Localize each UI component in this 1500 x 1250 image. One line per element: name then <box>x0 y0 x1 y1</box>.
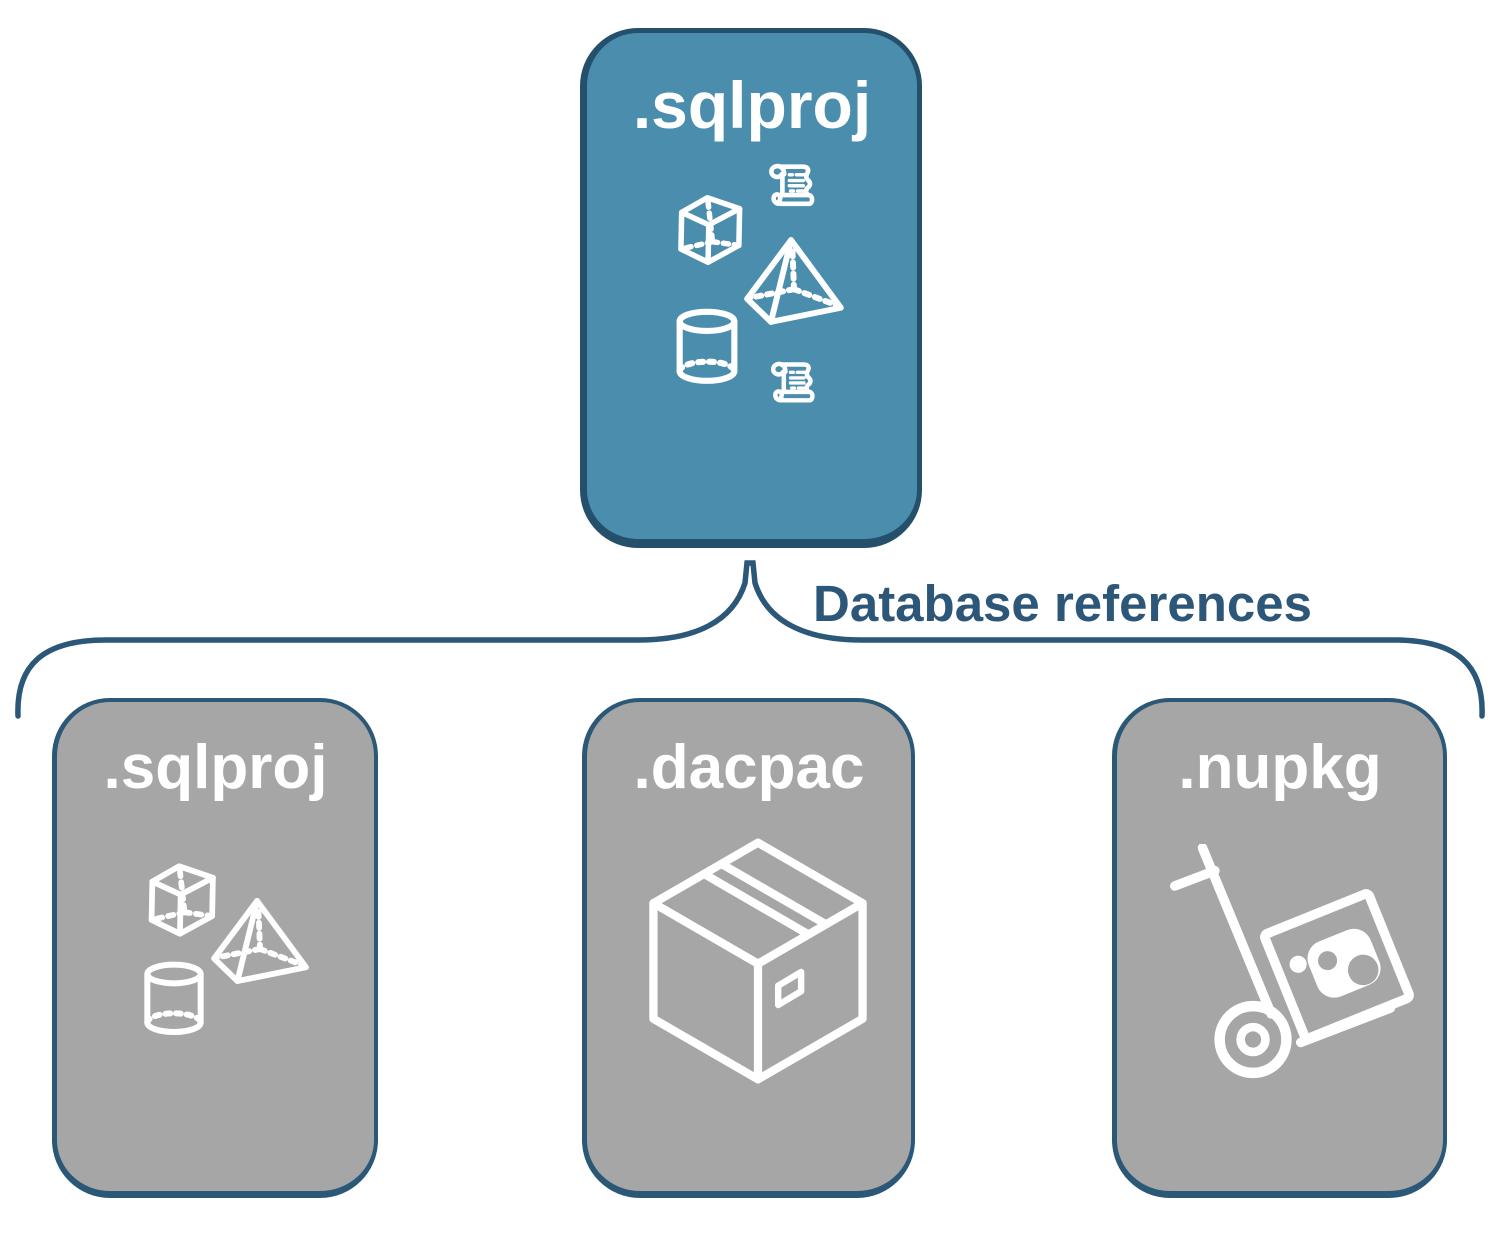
package-box-icon <box>637 828 879 1094</box>
child-node-label: .sqlproj <box>103 733 328 802</box>
scroll-icon <box>767 359 823 417</box>
edge-label-database-references: Database references <box>813 575 1312 632</box>
pyramid-icon <box>209 894 311 988</box>
child-node-label: .dacpac <box>633 733 865 802</box>
scroll-icon <box>765 161 823 221</box>
node-dacpac: .dacpac <box>582 698 915 1198</box>
brace-connector <box>15 560 1485 719</box>
hand-truck-nuget-icon <box>1169 844 1421 1092</box>
pyramid-icon <box>742 233 846 329</box>
node-sqlproj-root: .sqlproj <box>580 28 922 548</box>
node-nupkg: .nupkg <box>1112 698 1447 1198</box>
cylinder-icon <box>672 307 742 389</box>
child-node-label: .nupkg <box>1178 733 1382 802</box>
node-sqlproj-child: .sqlproj <box>52 698 378 1198</box>
root-node-label: .sqlproj <box>632 68 872 142</box>
cylinder-icon <box>139 960 209 1040</box>
